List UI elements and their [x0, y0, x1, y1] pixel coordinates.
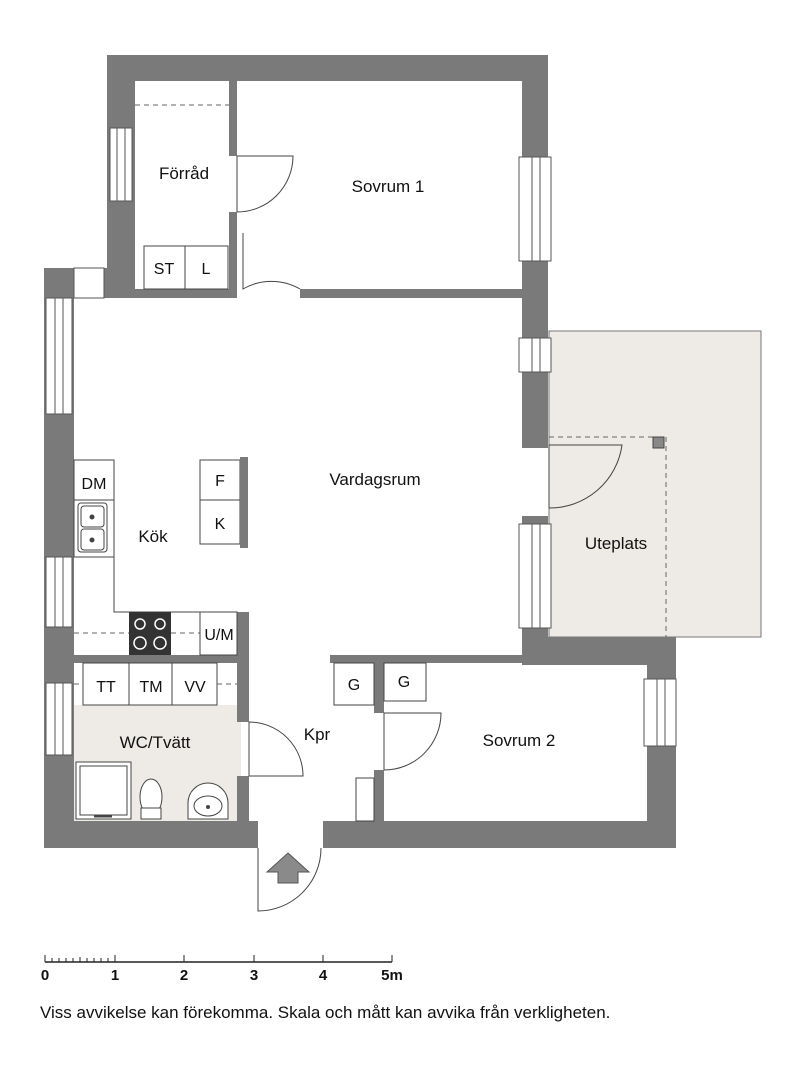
- fixture-label-l: L: [202, 261, 211, 278]
- scale-tick-5: 5m: [381, 967, 403, 984]
- fixture-label-st: ST: [154, 261, 175, 278]
- fixture-label-g2: G: [398, 674, 410, 691]
- room-label-vardagsrum: Vardagsrum: [329, 470, 420, 489]
- scale-bar: 0 1 2 3 4 5m: [41, 955, 403, 984]
- disclaimer-text: Viss avvikelse kan förekomma. Skala och …: [40, 1003, 611, 1022]
- room-label-sovrum-1: Sovrum 1: [352, 177, 425, 196]
- fixture-label-vv: VV: [184, 679, 206, 696]
- entrance-arrow-icon: [265, 852, 311, 884]
- shower-icon: [75, 761, 132, 820]
- room-labels: Förråd Sovrum 1 Vardagsrum Kök Uteplats …: [120, 164, 648, 752]
- scale-tick-0: 0: [41, 967, 49, 984]
- fixture-label-tm: TM: [139, 679, 162, 696]
- room-label-forrad: Förråd: [159, 164, 209, 183]
- terrace-post: [652, 436, 665, 449]
- fixture-label-um: U/M: [204, 627, 233, 644]
- room-label-sovrum-2: Sovrum 2: [483, 731, 556, 750]
- sink-icon: [187, 782, 229, 820]
- fixture-labels: ST L DM F K U/M TT TM VV G G: [82, 261, 411, 696]
- windows: [45, 127, 677, 756]
- fixture-label-dm: DM: [82, 476, 107, 493]
- room-label-wc-tvatt: WC/Tvätt: [120, 733, 191, 752]
- fixture-label-k: K: [215, 516, 226, 533]
- scale-tick-1: 1: [111, 967, 119, 984]
- scale-tick-2: 2: [180, 967, 188, 984]
- room-label-kpr: Kpr: [304, 725, 331, 744]
- scale-tick-4: 4: [319, 967, 328, 984]
- terrace-roof-line: [549, 436, 667, 637]
- fixture-label-g1: G: [348, 677, 360, 694]
- stove-icon: [129, 612, 171, 655]
- room-label-uteplats: Uteplats: [585, 534, 647, 553]
- doors: [236, 155, 623, 912]
- fixture-label-f: F: [215, 473, 225, 490]
- fixtures: [73, 245, 427, 820]
- scale-tick-3: 3: [250, 967, 258, 984]
- floor-plan: Förråd Sovrum 1 Vardagsrum Kök Uteplats …: [41, 55, 762, 984]
- room-label-kok: Kök: [138, 527, 168, 546]
- terrace-area: [548, 330, 762, 638]
- fixture-label-tt: TT: [96, 679, 116, 696]
